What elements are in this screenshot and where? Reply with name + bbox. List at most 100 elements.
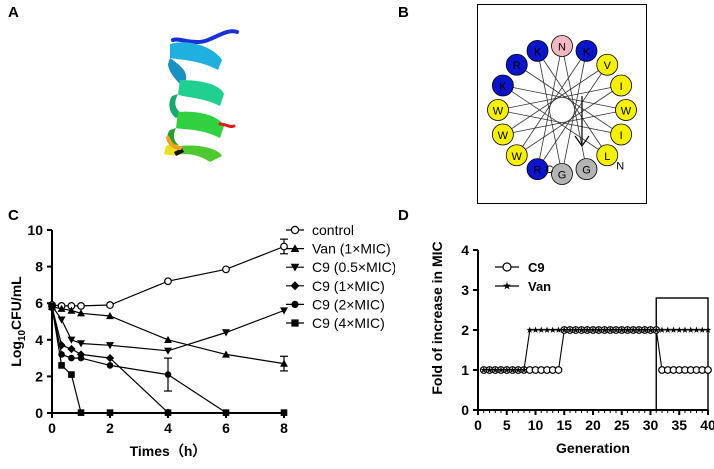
residue-circle (491, 74, 514, 97)
wheel-connection-line (502, 109, 627, 135)
y-tick-label: 2 (35, 368, 43, 384)
legend-marker (503, 281, 511, 290)
data-point (106, 342, 114, 350)
wheel-connection-line (502, 85, 608, 156)
helix-structure-image (164, 29, 239, 162)
wheel-connection-line (516, 85, 622, 156)
residue-circle (491, 123, 514, 146)
data-point (106, 312, 114, 320)
data-point (641, 326, 649, 333)
data-point (583, 326, 591, 333)
residue-circle (610, 74, 633, 97)
wheel-residue: L (596, 144, 619, 167)
legend-label: control (312, 222, 354, 238)
data-point (106, 301, 114, 309)
x-tick-label: 10 (528, 417, 544, 433)
data-point (566, 326, 574, 333)
x-tick-label: 15 (556, 417, 572, 433)
data-point (698, 326, 706, 333)
residue-circle (526, 39, 549, 62)
data-point (532, 326, 539, 333)
wheel-residue: V (596, 53, 619, 76)
data-point (704, 326, 712, 333)
data-point (164, 371, 172, 378)
data-point (601, 326, 608, 333)
wheel-residue: R (505, 53, 528, 76)
data-point (704, 366, 712, 374)
data-point (503, 366, 511, 373)
wheel-residue: G (551, 163, 573, 185)
data-point (222, 409, 230, 416)
series-2 (48, 302, 288, 355)
residue-circle (575, 39, 598, 62)
residue-letter: N (558, 42, 566, 54)
data-point (67, 344, 76, 354)
series-0 (48, 238, 288, 310)
residue-letter: V (604, 60, 612, 72)
y-axis-title-sub: 10 (17, 330, 28, 342)
data-point (106, 409, 114, 416)
data-point (618, 326, 626, 333)
data-point (555, 326, 562, 333)
legend-marker (290, 244, 300, 253)
data-point (280, 359, 288, 367)
legend-marker (290, 263, 300, 272)
series-4 (48, 304, 230, 416)
wheel-connection-line (516, 64, 622, 135)
x-tick-label: 0 (474, 417, 482, 433)
residue-circle (487, 99, 509, 121)
series-c9 (479, 326, 712, 374)
x-tick-label: 40 (700, 417, 714, 433)
residue-letter: W (493, 106, 504, 118)
c-terminus-label: C (546, 164, 554, 176)
data-point (658, 326, 666, 333)
legend-label: Van (528, 279, 551, 294)
data-point (681, 326, 689, 333)
x-tick-label: 2 (106, 420, 114, 436)
data-point (77, 409, 85, 416)
data-point (635, 326, 643, 333)
wheel-residue: K (491, 74, 514, 97)
wheel-connection-line (502, 85, 627, 111)
x-tick-label: 0 (48, 420, 56, 436)
wheel-connection-line (537, 50, 608, 156)
y-axis-title-main: Log (8, 341, 24, 367)
data-point (572, 326, 580, 333)
wheel-residue: W (615, 99, 637, 121)
y-tick-label: 6 (35, 295, 43, 311)
data-point (67, 336, 76, 344)
data-point (222, 350, 230, 358)
y-axis-title-rest: CFU/mL (8, 276, 24, 330)
data-point (164, 335, 172, 343)
residue-letter: R (534, 165, 542, 177)
panel-label-b: B (398, 4, 409, 21)
panel-label-c: C (8, 207, 19, 224)
series-line (483, 329, 708, 371)
wheel-connections (497, 45, 627, 175)
series-line (51, 245, 285, 307)
data-point (578, 326, 585, 333)
residue-circle (551, 163, 573, 185)
legend-label: C9 (528, 260, 545, 275)
data-point (612, 326, 620, 333)
y-axis-title: Fold of increase in MIC (429, 241, 445, 394)
data-point (520, 366, 528, 373)
legend-label: Van (1×MIC) (312, 241, 391, 257)
x-tick-label: 8 (280, 420, 288, 436)
x-tick-label: 4 (164, 420, 172, 436)
data-point (595, 326, 603, 333)
residue-circle (596, 144, 619, 167)
x-tick-label: 20 (585, 417, 601, 433)
wheel-residue: I (610, 74, 633, 97)
residue-circle (610, 123, 633, 146)
wheel-residue: W (491, 123, 514, 146)
data-point (68, 371, 75, 378)
legend-label: C9 (0.5×MIC) (312, 259, 395, 275)
data-point (58, 362, 65, 369)
data-point (624, 326, 631, 333)
residue-circle (596, 53, 619, 76)
